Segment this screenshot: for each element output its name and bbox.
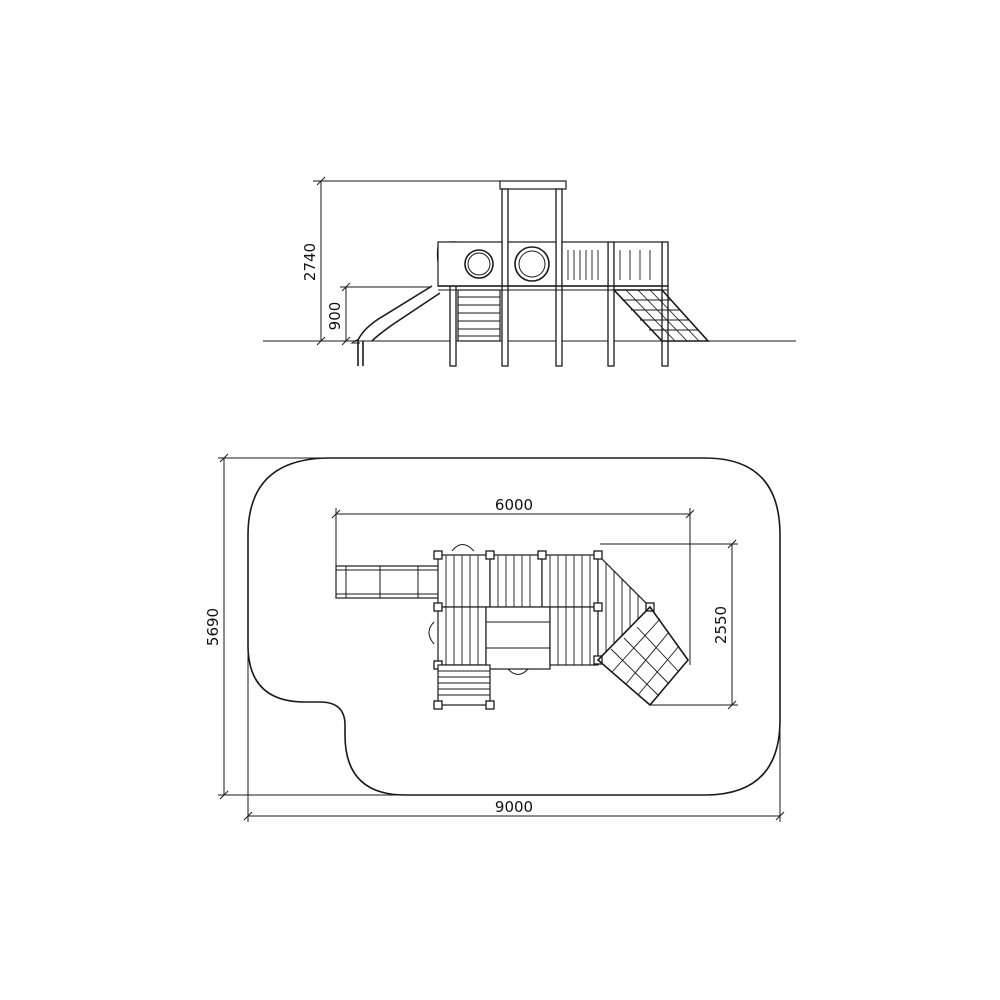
overall-depth-label: 5690 [204, 608, 222, 646]
total-height-dimension: 2740 [301, 176, 500, 346]
total-height-label: 2740 [301, 243, 319, 281]
porthole-right [514, 246, 550, 282]
deck-platforms-plan [428, 544, 655, 675]
safety-zone-outline [247, 457, 781, 796]
overall-width-label: 9000 [495, 798, 533, 816]
deck-height-dimension: 900 [326, 282, 430, 346]
structure-width-label: 6000 [495, 496, 533, 514]
overall-width-dimension: 9000 [243, 650, 785, 822]
tower-frame [437, 180, 710, 367]
stairs-plan [433, 664, 495, 710]
slide-elevation [350, 244, 446, 366]
structure-depth-dimension: 2550 [600, 539, 738, 710]
overall-depth-dimension: 5690 [204, 453, 400, 800]
structure-depth-label: 2550 [712, 606, 730, 644]
slide-plan [335, 565, 441, 599]
net-climber-plan [596, 605, 690, 707]
structure-width-dimension: 6000 [331, 496, 695, 665]
porthole-left [464, 249, 494, 279]
plan-view: 5690 9000 6000 2550 [204, 453, 785, 822]
deck-height-label: 900 [326, 302, 344, 331]
side-elevation-view: 2740 900 [263, 176, 796, 367]
